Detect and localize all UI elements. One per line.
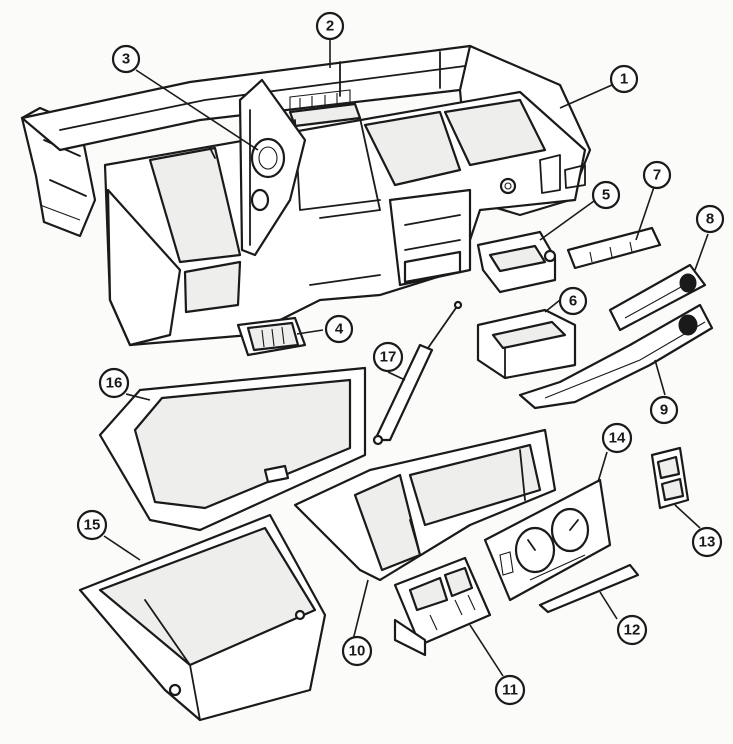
svg-text:2: 2 (326, 18, 334, 35)
callout-16: 16 (98, 367, 130, 399)
switch-bar-body (566, 226, 662, 270)
svg-text:7: 7 (653, 167, 661, 184)
dashboard-assembly (20, 44, 592, 347)
callout-8: 8 (695, 204, 725, 234)
lower-left-vent (183, 260, 242, 314)
svg-text:8: 8 (706, 211, 714, 228)
gas-strut-body (373, 343, 434, 442)
callout-17: 17 (372, 341, 404, 373)
callout-9: 9 (649, 395, 679, 425)
svg-text:3: 3 (122, 51, 130, 68)
leader-lines (103, 40, 709, 677)
svg-text:6: 6 (569, 293, 577, 310)
svg-text:15: 15 (84, 517, 101, 534)
column-shroud-upper (608, 263, 707, 332)
callout-11: 11 (494, 674, 526, 706)
bezel-strip-body (538, 563, 640, 614)
svg-text:14: 14 (609, 430, 626, 447)
svg-text:4: 4 (335, 321, 344, 338)
svg-text:17: 17 (380, 349, 397, 366)
svg-text:13: 13 (699, 534, 716, 551)
center-opening (363, 110, 462, 187)
svg-text:10: 10 (349, 643, 366, 660)
callout-14: 14 (601, 422, 633, 454)
rocker-switch-panel (650, 446, 690, 510)
ashtray (476, 230, 557, 294)
column-shroud-lower (518, 303, 714, 410)
callout-2: 2 (315, 11, 345, 41)
left-opening (148, 146, 242, 264)
callout-10: 10 (341, 635, 373, 667)
switch-panel (236, 316, 307, 357)
callout-15: 15 (76, 509, 108, 541)
gas-strut (372, 300, 463, 446)
svg-text:16: 16 (106, 375, 123, 392)
svg-text:5: 5 (602, 187, 610, 204)
instrument-binnacle (293, 428, 557, 582)
svg-text:9: 9 (660, 402, 668, 419)
right-opening (443, 98, 547, 167)
callout-5: 5 (591, 180, 621, 210)
svg-text:12: 12 (624, 622, 641, 639)
callout-markers: 1 2 3 4 5 6 7 8 (76, 11, 725, 706)
callout-3: 3 (111, 44, 141, 74)
svg-text:1: 1 (620, 71, 628, 88)
callout-7: 7 (642, 160, 672, 190)
callout-13: 13 (691, 526, 723, 558)
callout-6: 6 (558, 286, 588, 316)
svg-text:11: 11 (502, 682, 518, 699)
callout-1: 1 (609, 64, 639, 94)
callout-12: 12 (616, 614, 648, 646)
switch-bar (566, 226, 662, 270)
storage-tray (476, 308, 577, 380)
bezel-strip (538, 563, 640, 614)
instrument-pod (238, 78, 307, 257)
glovebox-latch (263, 464, 290, 484)
instrument-cluster (483, 478, 612, 602)
switch-module (393, 556, 492, 657)
glovebox-lid (98, 366, 367, 532)
glovebox-bin (78, 513, 327, 722)
callout-4: 4 (324, 314, 354, 344)
column-shroud-lower-body (518, 303, 714, 410)
